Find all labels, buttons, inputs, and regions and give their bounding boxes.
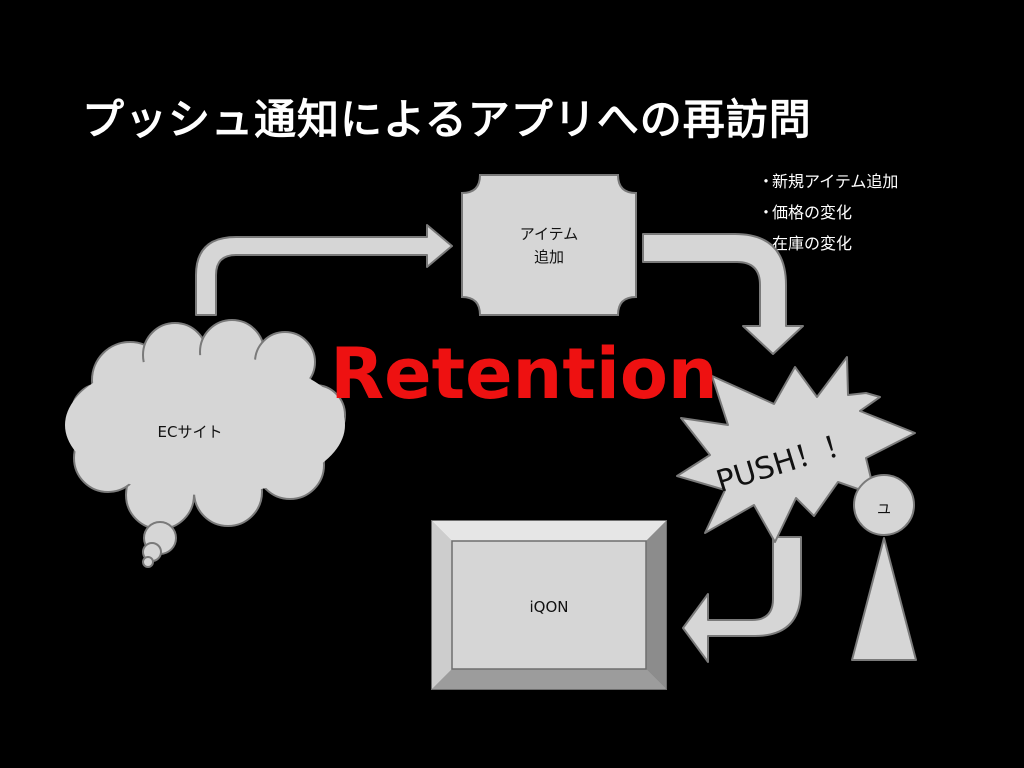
note-text: 新規アイテム追加 xyxy=(772,172,899,191)
slide-title: プッシュ通知によるアプリへの再訪問 xyxy=(82,95,812,144)
item-added-box: アイテム 追加 xyxy=(461,174,637,316)
note-item: 在庫の変化 xyxy=(758,228,898,259)
user-body xyxy=(851,537,917,661)
note-text: 在庫の変化 xyxy=(772,234,853,253)
arrow-item-to-push xyxy=(642,233,804,355)
arrow-push-to-app xyxy=(682,536,802,663)
retention-label: Retention xyxy=(330,333,718,415)
iqon-label: iQON xyxy=(529,598,568,616)
iqon-app-box: iQON xyxy=(431,520,667,690)
ec-site-cloud: ECサイト xyxy=(65,319,346,568)
user-label: ユ xyxy=(877,502,891,518)
user-head xyxy=(853,474,915,536)
note-bullet: ・ xyxy=(758,203,775,222)
item-added-label-line1: アイテム xyxy=(520,225,579,243)
ec-site-label: ECサイト xyxy=(158,423,223,441)
note-item: ・価格の変化 xyxy=(758,197,898,228)
user-figure: ユ xyxy=(851,474,917,661)
change-notes-list: ・新規アイテム追加 ・価格の変化 在庫の変化 xyxy=(758,166,898,259)
push-burst: PUSH！！ xyxy=(676,356,916,543)
item-added-label-line2: 追加 xyxy=(534,248,564,266)
note-bullet: ・ xyxy=(758,172,775,191)
note-text: 価格の変化 xyxy=(772,203,853,222)
note-item: ・新規アイテム追加 xyxy=(758,166,898,197)
arrow-ec-to-item xyxy=(195,224,453,316)
